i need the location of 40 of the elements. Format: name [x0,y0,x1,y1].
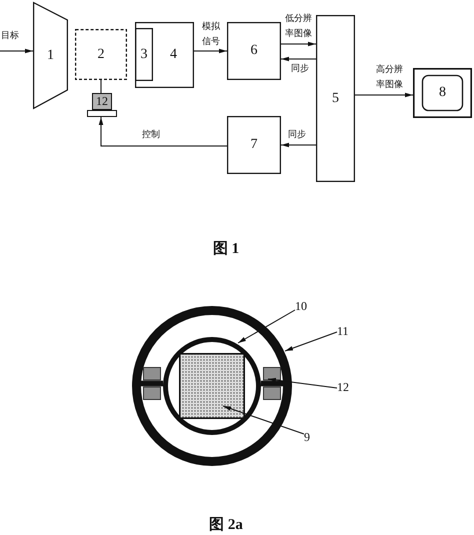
figure-caption: 图 1 [212,240,240,258]
arrow [194,48,228,54]
edge-label: 同步 [288,128,306,142]
edge-label: 低分辨率图像 [285,12,313,41]
actuator-block: 12 [87,93,117,117]
reference-numeral: 4 [169,46,178,64]
figure-caption: 图 2a [208,516,244,534]
process-block: 3 [135,28,153,81]
outer-ring [132,306,292,466]
arrow [98,116,228,146]
leader-line [238,310,296,344]
leader-line [222,406,304,434]
callout-number: 9 [304,430,310,444]
arrow [280,142,316,148]
callout-number: 12 [337,380,349,394]
arrow [0,48,34,54]
edge-label: 控制 [142,128,160,142]
edge-label: 同步 [291,62,309,76]
stippled-square [179,353,245,419]
lens-block: 1 [33,2,68,109]
leader-line [268,378,338,388]
process-block: 5 [316,15,355,182]
leader-line [284,332,338,352]
actuator-block [261,367,283,400]
arrow [354,92,414,98]
process-block: 7 [227,116,281,174]
edge-label: 高分辨率图像 [376,64,404,92]
edge-label: 目标 [1,30,19,43]
arrow [280,56,316,62]
process-block [135,22,194,88]
inner-ring [163,337,261,435]
dashed-block: 2 [75,29,127,80]
process-block: 6 [227,22,281,80]
actuator-block [141,367,163,400]
monitor-block: 8 [413,68,472,118]
connector-line [100,80,102,94]
edge-label: 模拟信号 [202,20,221,49]
arrow [280,42,316,46]
callout-number: 11 [337,324,349,338]
callout-number: 10 [295,299,307,313]
